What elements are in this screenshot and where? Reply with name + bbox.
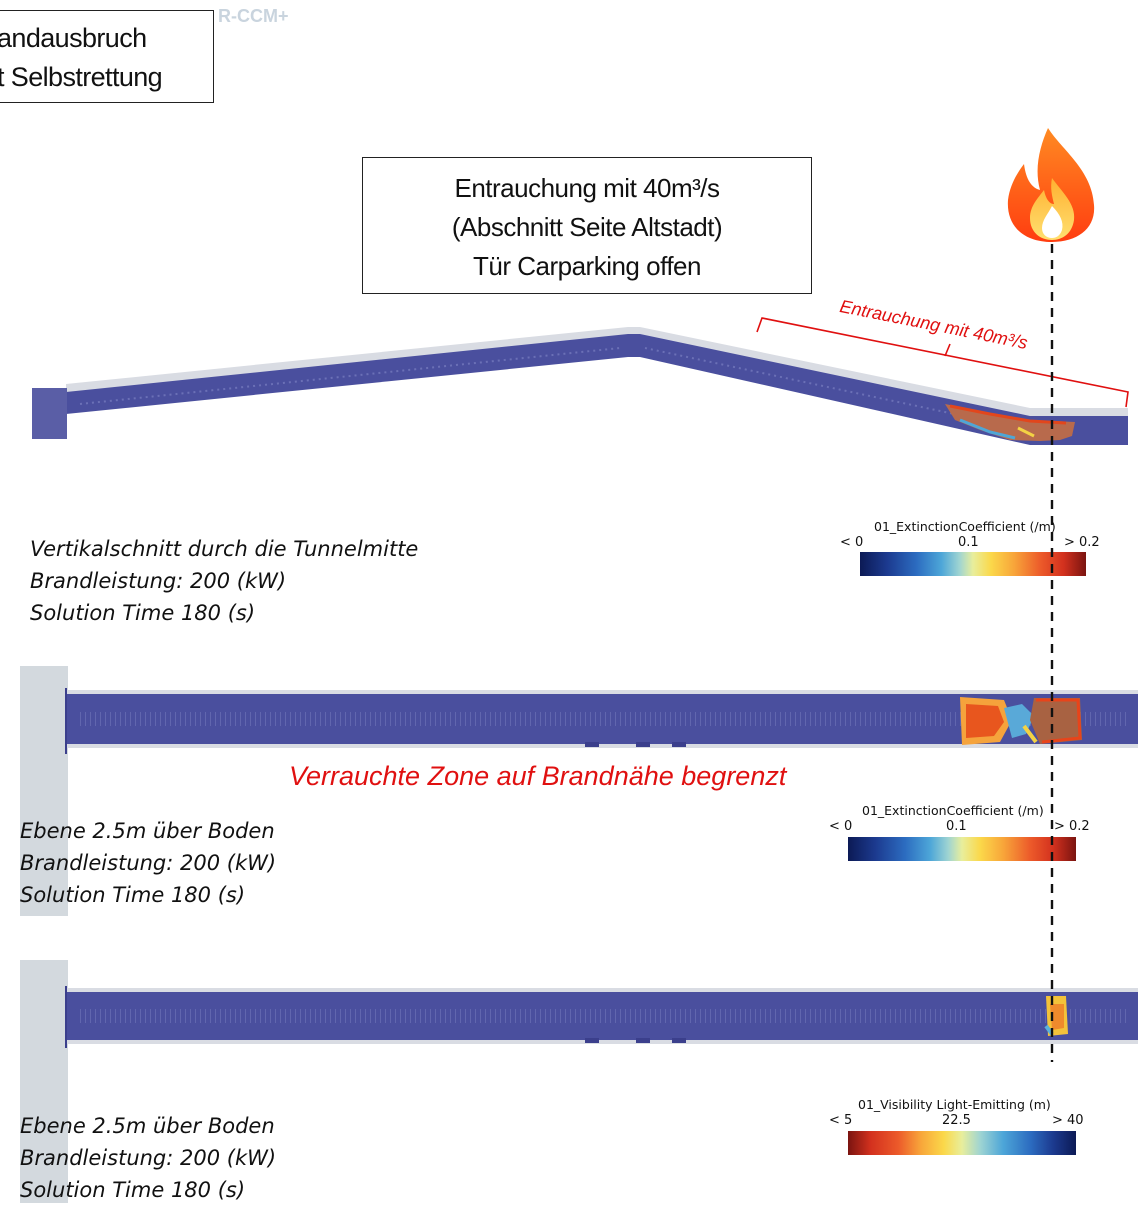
- caption-line: Brandleistung: 200 (kW): [30, 569, 287, 593]
- colorbar-extinction-vertical: [860, 552, 1086, 576]
- wall-strip-lower: [20, 960, 68, 1203]
- caption-line: Brandleistung: 200 (kW): [20, 1146, 277, 1170]
- fire-icon: [1007, 128, 1095, 242]
- ventilation-config-box: Entrauchung mit 40m³/s (Abschnitt Seite …: [362, 157, 812, 294]
- scenario-line-1: andausbruch: [0, 23, 147, 53]
- caption-line: Ebene 2.5m über Boden: [20, 819, 275, 843]
- colorbar-mid: 22.5: [942, 1113, 971, 1128]
- colorbar-max: > 0.2: [1064, 535, 1100, 550]
- colorbar-max: > 0.2: [1054, 819, 1090, 834]
- caption-line: Solution Time 180 (s): [30, 601, 256, 625]
- colorbar-visibility-plan: [848, 1131, 1076, 1155]
- caption-line: Solution Time 180 (s): [20, 1178, 246, 1202]
- extraction-bracket: [756, 317, 1129, 408]
- config-line-3: Tür Carparking offen: [473, 251, 701, 281]
- colorbar-extinction-plan: [848, 837, 1076, 861]
- colorbar-min: < 0: [829, 819, 853, 834]
- caption-line: Vertikalschnitt durch die Tunnelmitte: [30, 537, 419, 561]
- config-line-2: (Abschnitt Seite Altstadt): [451, 212, 723, 242]
- scenario-label-box: andausbruch t Selbstrettung: [0, 10, 214, 103]
- caption-panel-vertical: Vertikalschnitt durch die Tunnelmitte Br…: [30, 533, 418, 629]
- vertical-section-tunnel: [32, 327, 1128, 445]
- caption-panel-plan-extinction: Ebene 2.5m über Boden Brandleistung: 200…: [20, 815, 276, 911]
- colorbar-title: 01_ExtinctionCoefficient (/m): [862, 803, 1044, 818]
- software-watermark: R-CCM+: [218, 6, 289, 26]
- wall-strip-upper: [20, 666, 68, 916]
- colorbar-max: > 40: [1052, 1113, 1084, 1128]
- caption-line: Ebene 2.5m über Boden: [20, 1114, 275, 1138]
- colorbar-mid: 0.1: [946, 819, 967, 834]
- colorbar-mid: 0.1: [958, 535, 979, 550]
- config-line-1: Entrauchung mit 40m³/s: [454, 173, 720, 203]
- caption-panel-plan-visibility: Ebene 2.5m über Boden Brandleistung: 200…: [20, 1110, 276, 1206]
- scenario-line-2: t Selbstrettung: [0, 62, 163, 92]
- plan-visibility-tunnel: [65, 986, 1138, 1048]
- colorbar-title: 01_Visibility Light-Emitting (m): [858, 1097, 1051, 1112]
- colorbar-min: < 0: [840, 535, 864, 550]
- plan-extinction-tunnel: [65, 688, 1138, 754]
- caption-line: Solution Time 180 (s): [20, 883, 246, 907]
- smoke-zone-label: Verrauchte Zone auf Brandnähe begrenzt: [289, 761, 787, 791]
- colorbar-min: < 5: [829, 1113, 853, 1128]
- colorbar-title: 01_ExtinctionCoefficient (/m): [874, 519, 1056, 534]
- caption-line: Brandleistung: 200 (kW): [20, 851, 277, 875]
